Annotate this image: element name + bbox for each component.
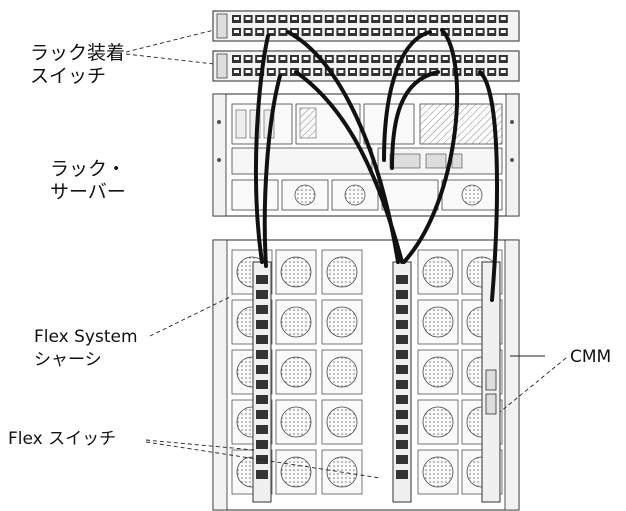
label-rack-server-line1: ラック・: [50, 158, 126, 180]
fan-grille: [422, 256, 454, 288]
flex-switch-port: [256, 380, 268, 389]
label-flex-switch: Flex スイッチ: [8, 428, 116, 451]
fan-grille: [280, 356, 312, 388]
flex-switch-port: [396, 290, 408, 299]
label-rack-server-line2: サーバー: [50, 181, 126, 203]
flex-switch-port: [396, 335, 408, 344]
port-row: [232, 55, 508, 63]
flex-switch-port: [256, 335, 268, 344]
fan-grille: [422, 456, 454, 488]
fan-grille: [422, 356, 454, 388]
label-rack-server: ラック・ サーバー: [50, 158, 126, 204]
flex-switch-port: [256, 305, 268, 314]
fan-grille: [280, 256, 312, 288]
cables: [253, 28, 499, 302]
flex-switch-port: [396, 320, 408, 329]
rack-switch-bottom: [212, 50, 520, 82]
flex-switch-port: [256, 425, 268, 434]
flex-switch-port: [256, 455, 268, 464]
flex-switch-port: [396, 305, 408, 314]
port-row: [232, 28, 508, 36]
fan-grille: [280, 406, 312, 438]
flex-switch-port: [396, 410, 408, 419]
flex-switch-port: [396, 275, 408, 284]
flex-switch-port: [396, 470, 408, 479]
flex-switch-port: [256, 365, 268, 374]
flex-switch-port: [396, 350, 408, 359]
flex-switch-port: [256, 350, 268, 359]
fan-grille: [326, 306, 358, 338]
fan-grille: [422, 406, 454, 438]
flex-switch-port: [396, 425, 408, 434]
fan-grille: [326, 256, 358, 288]
flex-switch-port: [256, 410, 268, 419]
flex-switch-port: [256, 470, 268, 479]
fan-grille: [280, 306, 312, 338]
label-flex-chassis-line1: Flex System: [34, 327, 138, 347]
flex-switch-ports: [256, 275, 408, 479]
label-rack-switch-line2: スイッチ: [30, 65, 107, 87]
flex-switch-port: [256, 290, 268, 299]
rack-switch-top: [212, 10, 520, 42]
label-flex-chassis: Flex System シャーシ: [34, 326, 138, 372]
label-cmm-text: CMM: [570, 347, 612, 367]
label-rack-switch: ラック装着 スイッチ: [30, 42, 125, 88]
flex-switch-port: [396, 395, 408, 404]
fan-grille: [326, 356, 358, 388]
flex-switch-port: [256, 275, 268, 284]
flex-switch-port: [256, 440, 268, 449]
fan-grille: [422, 306, 454, 338]
flex-switch-port: [396, 455, 408, 464]
leader-lines: [125, 29, 567, 479]
fan-grille: [280, 456, 312, 488]
flex-switch-port: [396, 365, 408, 374]
flex-switch-port: [256, 395, 268, 404]
label-rack-switch-line1: ラック装着: [30, 42, 126, 64]
label-flex-switch-text: Flex スイッチ: [8, 429, 117, 449]
flex-switch-port: [396, 380, 408, 389]
port-row: [232, 15, 508, 23]
label-cmm: CMM: [570, 346, 611, 369]
label-flex-chassis-line2: シャーシ: [34, 350, 102, 370]
fan-grille: [326, 406, 358, 438]
flex-switch-port: [256, 320, 268, 329]
flex-system-chassis: [212, 239, 520, 511]
flex-switch-port: [396, 440, 408, 449]
